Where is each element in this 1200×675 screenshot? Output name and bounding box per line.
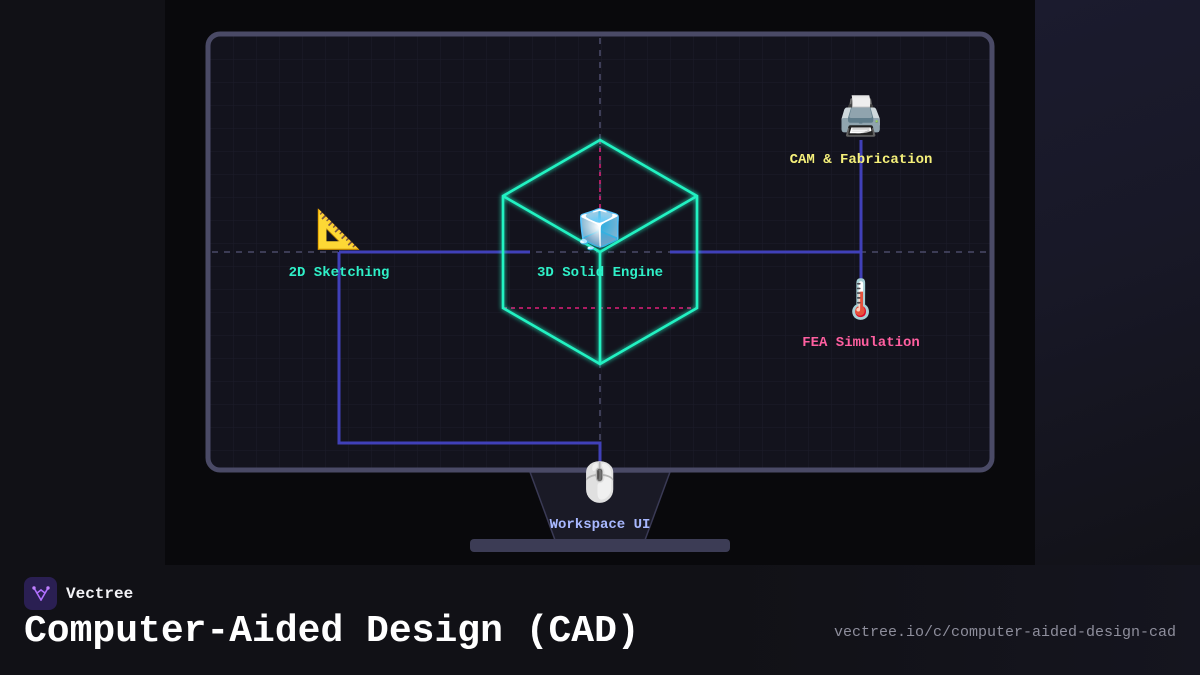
connector-lines <box>337 140 863 470</box>
thermometer-icon: 🌡️ <box>837 281 885 324</box>
monitor-stand-base <box>470 539 730 552</box>
printer-icon: 🖨️ <box>837 98 885 141</box>
page-title: Computer-Aided Design (CAD) <box>24 610 640 653</box>
node-label-3d-solid-engine: 3D Solid Engine <box>536 265 664 281</box>
wireframe-cube <box>501 138 699 366</box>
brand[interactable]: Vectree <box>24 577 133 610</box>
ice-cube-icon: 🧊 <box>576 211 624 254</box>
triangular-ruler-icon: 📐 <box>315 211 363 254</box>
page-url[interactable]: vectree.io/c/computer-aided-design-cad <box>833 624 1176 641</box>
node-label-cam-fabrication: CAM & Fabrication <box>789 152 933 168</box>
vectree-logo-icon <box>24 577 57 610</box>
computer-mouse-icon: 🖱️ <box>576 464 624 507</box>
background-glow <box>1035 0 1200 565</box>
brand-name: Vectree <box>66 584 134 603</box>
node-label-workspace-ui: Workspace UI <box>549 517 651 533</box>
node-label-fea-simulation: FEA Simulation <box>802 335 920 351</box>
connector-sketch-workspace <box>337 252 602 470</box>
node-label-2d-sketching: 2D Sketching <box>288 265 390 281</box>
